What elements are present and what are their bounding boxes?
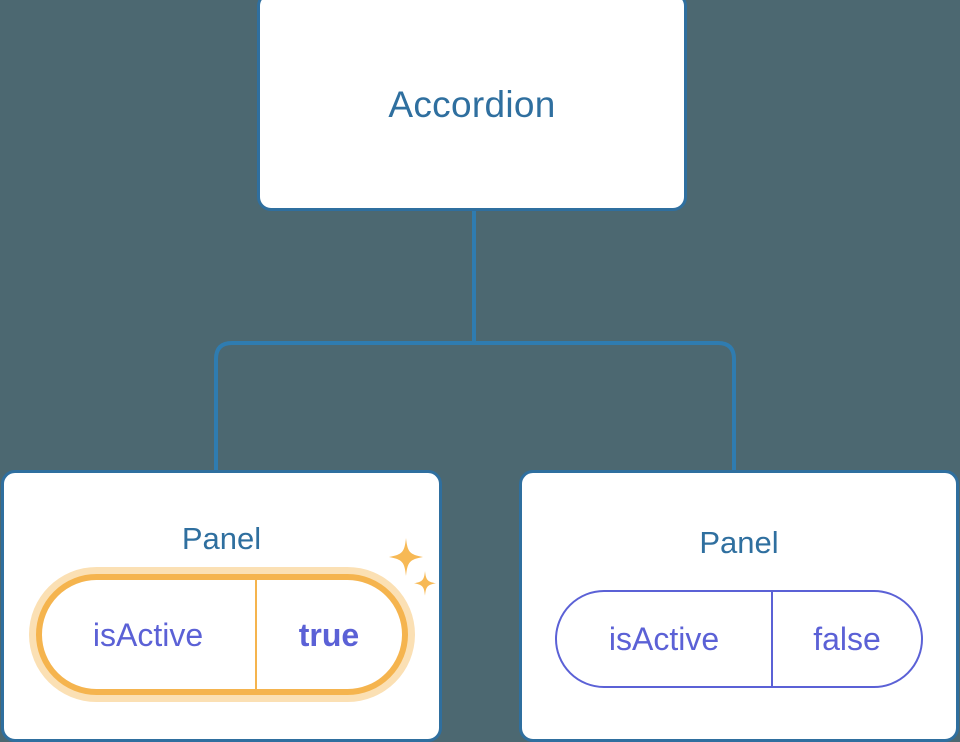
prop-value-true: true (298, 616, 360, 653)
node-panel-right[interactable]: Panel isActive false (519, 470, 959, 742)
node-panel-left[interactable]: Panel isActive true (1, 470, 442, 742)
connector-branch (214, 341, 736, 471)
prop-key-isactive: isActive (42, 580, 257, 689)
prop-pill-isactive-false[interactable]: isActive false (555, 590, 923, 688)
prop-key-isactive: isActive (557, 592, 773, 686)
node-accordion[interactable]: Accordion (257, 0, 687, 211)
node-accordion-title: Accordion (388, 84, 556, 125)
node-panel-right-title: Panel (699, 525, 779, 560)
prop-value-false: false (813, 621, 881, 657)
node-panel-left-title: Panel (181, 521, 262, 556)
prop-pill-isactive-true[interactable]: isActive true (35, 574, 408, 695)
